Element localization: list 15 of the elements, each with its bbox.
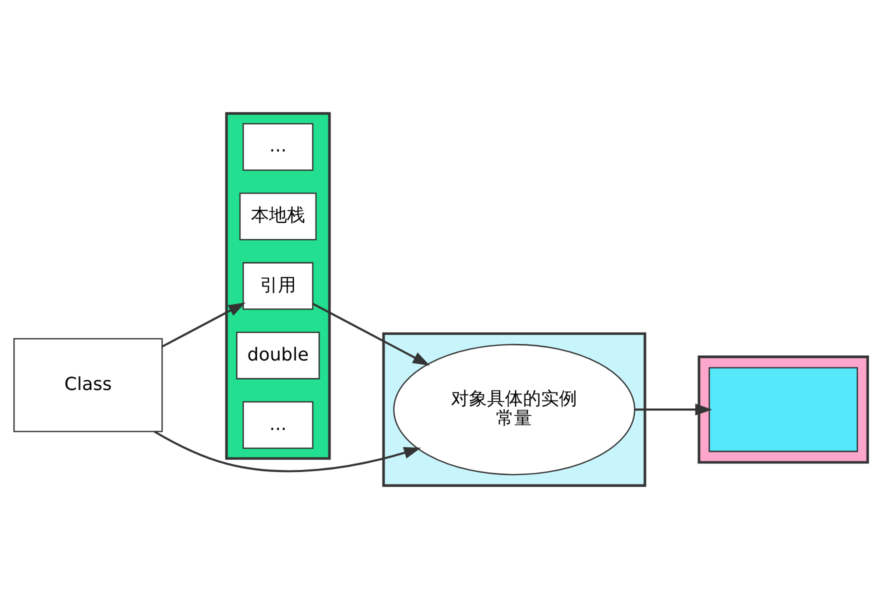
arrow <box>634 404 712 416</box>
node-box: 本地栈 <box>239 192 317 240</box>
node-box <box>708 367 858 452</box>
arrow <box>312 302 430 366</box>
arrow <box>154 430 421 472</box>
cluster <box>698 356 869 464</box>
node-box: ... <box>242 123 314 171</box>
node-box: 引用 <box>242 262 314 310</box>
cluster <box>225 112 331 460</box>
cluster <box>382 332 646 487</box>
node-ellipse: 对象具体的实例 常量 <box>393 344 636 476</box>
arrow <box>162 302 246 348</box>
node-box: Class <box>13 338 163 432</box>
node-box: ... <box>242 401 314 449</box>
node-box: double <box>236 332 320 380</box>
